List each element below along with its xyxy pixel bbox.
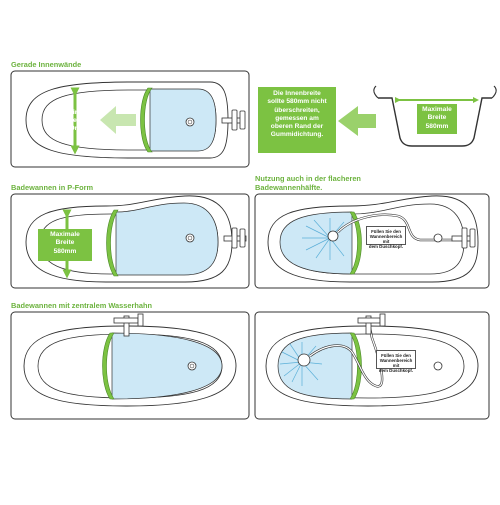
drain-icon: [187, 361, 197, 371]
panel-central-tap-shower: [254, 311, 490, 420]
drain-icon: [185, 117, 195, 127]
note-line: oberen Rand der: [270, 123, 324, 131]
drain-inner: [187, 119, 193, 125]
water-area: [149, 88, 217, 152]
panel-outline: [140, 87, 153, 153]
panel-outline: [349, 211, 362, 275]
drain-inner: [189, 363, 195, 369]
tub-lip: [373, 85, 497, 99]
width-label: Maximale Breite 580mm: [44, 109, 106, 132]
shower-hint-box: Füllen Sie den Wannenbereich mit dem Dus…: [366, 226, 406, 249]
cross-section-label-line: Breite: [427, 114, 447, 122]
note-line: überschreiten,: [274, 106, 320, 114]
note-line: sollte 580mm nicht: [267, 98, 327, 106]
panel-straight-walls: [10, 70, 250, 168]
shower-hint-box-central: Füllen Sie den Wannenbereich mit dem Dus…: [376, 350, 416, 373]
panel-outline: [106, 209, 119, 277]
insert-arrow: [100, 106, 136, 134]
title-line: Badewannenhälfte.: [255, 183, 323, 192]
note-line: gemessen am: [275, 114, 319, 122]
drain-icon: [185, 233, 195, 243]
note-line: Die Innenbreite: [273, 90, 321, 97]
water-area: [279, 211, 353, 275]
hint-line: Füllen Sie den: [381, 352, 411, 358]
width-label-line: Maximale: [60, 109, 90, 116]
shower-hose-inner: [337, 214, 452, 241]
cross-section: [373, 85, 497, 147]
water-area: [277, 332, 353, 400]
drain-inner: [187, 235, 193, 241]
drain-icon: [433, 233, 443, 243]
hint-line: Wannenbereich mit: [379, 357, 413, 368]
p-shape-width-label: Maximale Breite 580mm: [38, 229, 92, 261]
tap-icon: [357, 313, 386, 335]
note-line: Gummidichtung.: [270, 131, 324, 139]
title-line: Nutzung auch in der flacheren: [255, 174, 361, 183]
tap-icon: [451, 227, 476, 249]
tap-icon: [113, 313, 144, 337]
section-title-flatter-half: Nutzung auch in der flacheren Badewannen…: [255, 174, 361, 192]
tap-icon: [221, 109, 246, 131]
water-area: [115, 202, 219, 276]
shower-head-icon: [327, 230, 339, 242]
section-title-p-shape: Badewannen in P-Form: [11, 183, 94, 192]
p-shape-label-line: 580mm: [53, 247, 77, 255]
section-title-central-tap: Badewannen mit zentralem Wasserhahn: [11, 301, 153, 310]
hint-line: Füllen Sie den: [371, 228, 401, 234]
panel-central-tap: [10, 311, 250, 420]
water-area: [111, 332, 223, 400]
width-label-line: 580mm: [63, 124, 87, 132]
panel-outline: [102, 332, 115, 400]
pointer-arrow: [338, 106, 376, 136]
hint-line: dem Duschkopf.: [368, 244, 404, 250]
tap-icon: [223, 227, 247, 249]
shower-head-icon: [297, 353, 311, 367]
cross-section-label-line: 580mm: [425, 122, 449, 130]
info-note-box: Die Innenbreite sollte 580mm nicht übers…: [258, 87, 336, 153]
drain-icon: [433, 361, 443, 371]
hint-line: dem Duschkopf.: [378, 368, 414, 374]
hint-line: Wannenbereich mit: [369, 233, 403, 244]
panel-outline: [349, 332, 362, 400]
p-shape-label-line: Breite: [55, 239, 75, 247]
section-title-straight-walls: Gerade Innenwände: [11, 60, 82, 69]
p-shape-label-line: Maximale: [50, 231, 80, 238]
cross-section-label-line: Maximale: [422, 106, 452, 113]
tub-section: [378, 97, 492, 147]
cross-section-width-label: Maximale Breite 580mm: [417, 104, 457, 134]
width-label-line: Breite: [65, 116, 85, 124]
